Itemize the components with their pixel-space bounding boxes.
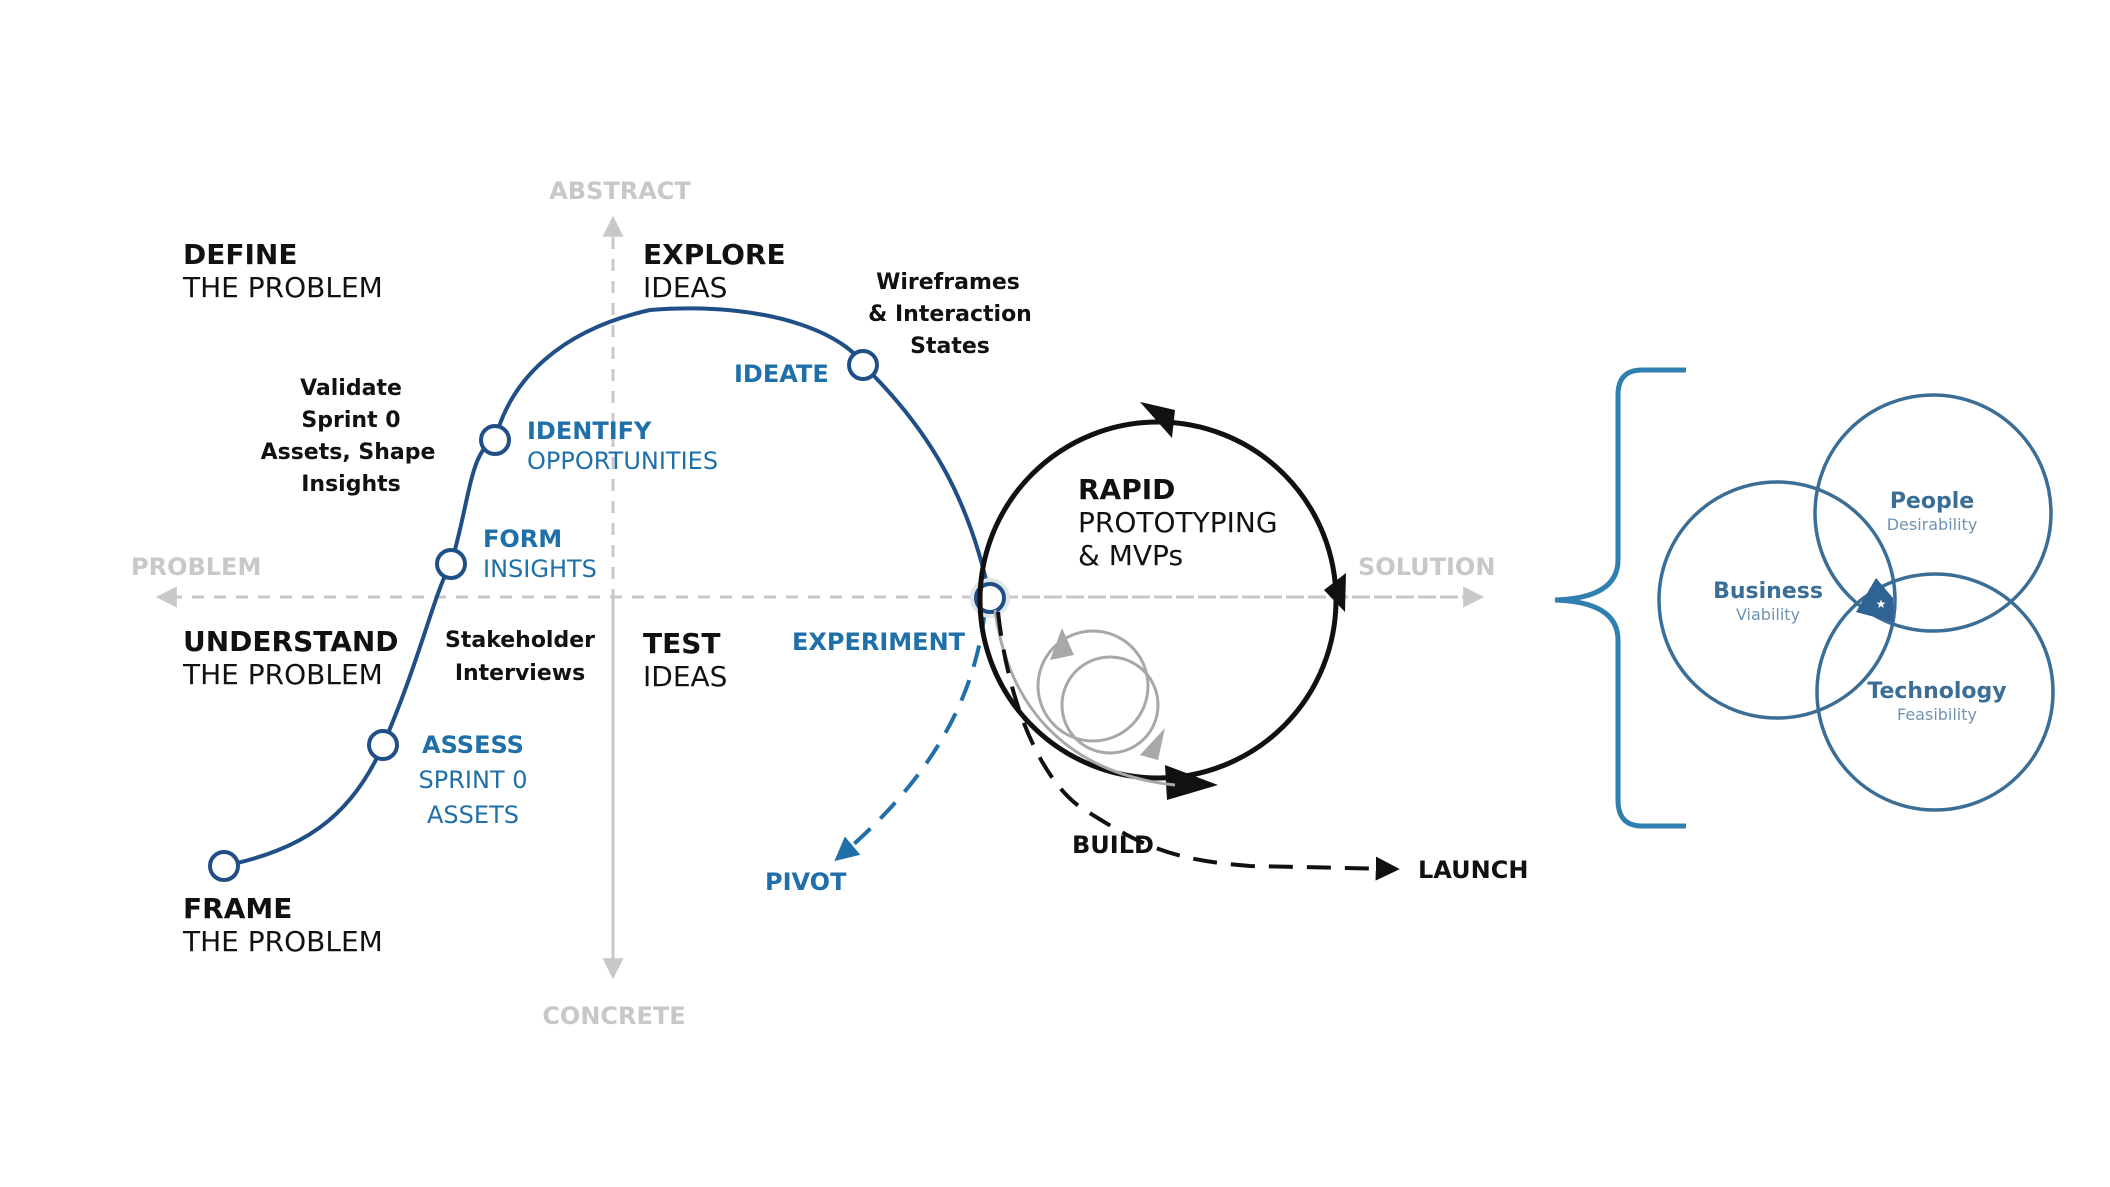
assess-line-2: ASSETS (427, 801, 519, 829)
frame-subtitle: THE PROBLEM (182, 925, 383, 958)
axis-label-right: SOLUTION (1358, 553, 1495, 581)
axis-label-top: ABSTRACT (549, 177, 691, 205)
validate-note-line-4: Insights (301, 472, 401, 497)
stakeholder-note-line-1: Stakeholder (445, 628, 595, 653)
notes: Validate Sprint 0 Assets, Shape Insights… (261, 270, 1032, 686)
explore-subtitle: IDEAS (643, 271, 727, 304)
node-identify (479, 424, 511, 456)
loop-arrowhead-right (1324, 573, 1346, 612)
venn-diagram: ★ Business Viability People Desirability… (1657, 393, 2055, 812)
node-experiment (974, 582, 1006, 614)
process-curve (208, 306, 1010, 882)
build-launch-dashed-path (996, 611, 1400, 881)
ideate-label: IDEATE (734, 360, 829, 388)
wireframes-note-line-3: States (910, 334, 990, 359)
venn-technology-subtitle: Feasibility (1897, 705, 1977, 724)
venn-circle-business (1657, 480, 1897, 720)
build-label: BUILD (1072, 831, 1154, 859)
venn-circle-people (1813, 393, 2053, 633)
axes: ABSTRACT CONCRETE PROBLEM SOLUTION (131, 177, 1495, 1030)
node-assess (367, 729, 399, 761)
define-title: DEFINE (183, 238, 297, 271)
venn-technology-title: Technology (1867, 679, 2006, 704)
validate-note-line-3: Assets, Shape (261, 440, 436, 465)
step-labels: IDEATE IDENTIFY OPPORTUNITIES FORM INSIG… (419, 360, 966, 896)
mini-loop-inner (1060, 655, 1160, 755)
build-launch-flow: BUILD LAUNCH (996, 611, 1528, 884)
stakeholder-note-line-2: Interviews (455, 661, 585, 686)
identify-subtitle: OPPORTUNITIES (527, 447, 718, 475)
define-subtitle: THE PROBLEM (182, 271, 383, 304)
venn-business-title: Business (1713, 579, 1823, 604)
loop-arrowhead-bottom (1165, 765, 1218, 800)
understand-title: UNDERSTAND (183, 625, 399, 658)
explore-title: EXPLORE (643, 238, 786, 271)
wireframes-note-line-2: & Interaction (868, 302, 1032, 327)
node-form (435, 548, 467, 580)
pivot-label: PIVOT (765, 868, 847, 896)
venn-circle-technology (1815, 572, 2055, 812)
rapid-line-2: & MVPs (1078, 539, 1183, 572)
assess-title: ASSESS (422, 731, 524, 759)
axis-label-left: PROBLEM (131, 553, 261, 581)
frame-title: FRAME (183, 892, 292, 925)
identify-title: IDENTIFY (527, 417, 652, 445)
mini-loop-arrowhead-1 (1050, 628, 1074, 660)
rapid-title: RAPID (1078, 473, 1175, 506)
quadrant-labels: DEFINE THE PROBLEM EXPLORE IDEAS UNDERST… (182, 238, 786, 958)
understand-subtitle: THE PROBLEM (182, 658, 383, 691)
venn-people-subtitle: Desirability (1887, 515, 1978, 534)
launch-label: LAUNCH (1418, 856, 1528, 884)
mini-loop-arrowhead-2 (1140, 728, 1165, 760)
loop-arrowhead-top (1140, 402, 1175, 438)
experiment-label: EXPERIMENT (792, 628, 966, 656)
validate-note-line-1: Validate (300, 376, 402, 401)
test-title: TEST (643, 627, 721, 660)
test-subtitle: IDEAS (643, 660, 727, 693)
node-frame (208, 850, 240, 882)
form-subtitle: INSIGHTS (483, 555, 597, 583)
venn-star-icon: ★ (1876, 597, 1887, 611)
venn-people-title: People (1890, 489, 1974, 514)
assess-line-1: SPRINT 0 (419, 766, 528, 794)
node-ideate (847, 349, 879, 381)
curly-brace (1554, 367, 1686, 829)
venn-business-subtitle: Viability (1736, 605, 1800, 624)
rapid-line-1: PROTOTYPING (1078, 506, 1278, 539)
mini-loop-outer (1036, 629, 1150, 743)
form-title: FORM (483, 525, 562, 553)
validate-note-line-2: Sprint 0 (301, 408, 400, 433)
rapid-prototyping-loop: RAPID PROTOTYPING & MVPs (977, 402, 1346, 800)
wireframes-note-line-1: Wireframes (876, 270, 1020, 295)
venn-intersection (1856, 578, 1893, 622)
axis-label-bottom: CONCRETE (542, 1002, 685, 1030)
